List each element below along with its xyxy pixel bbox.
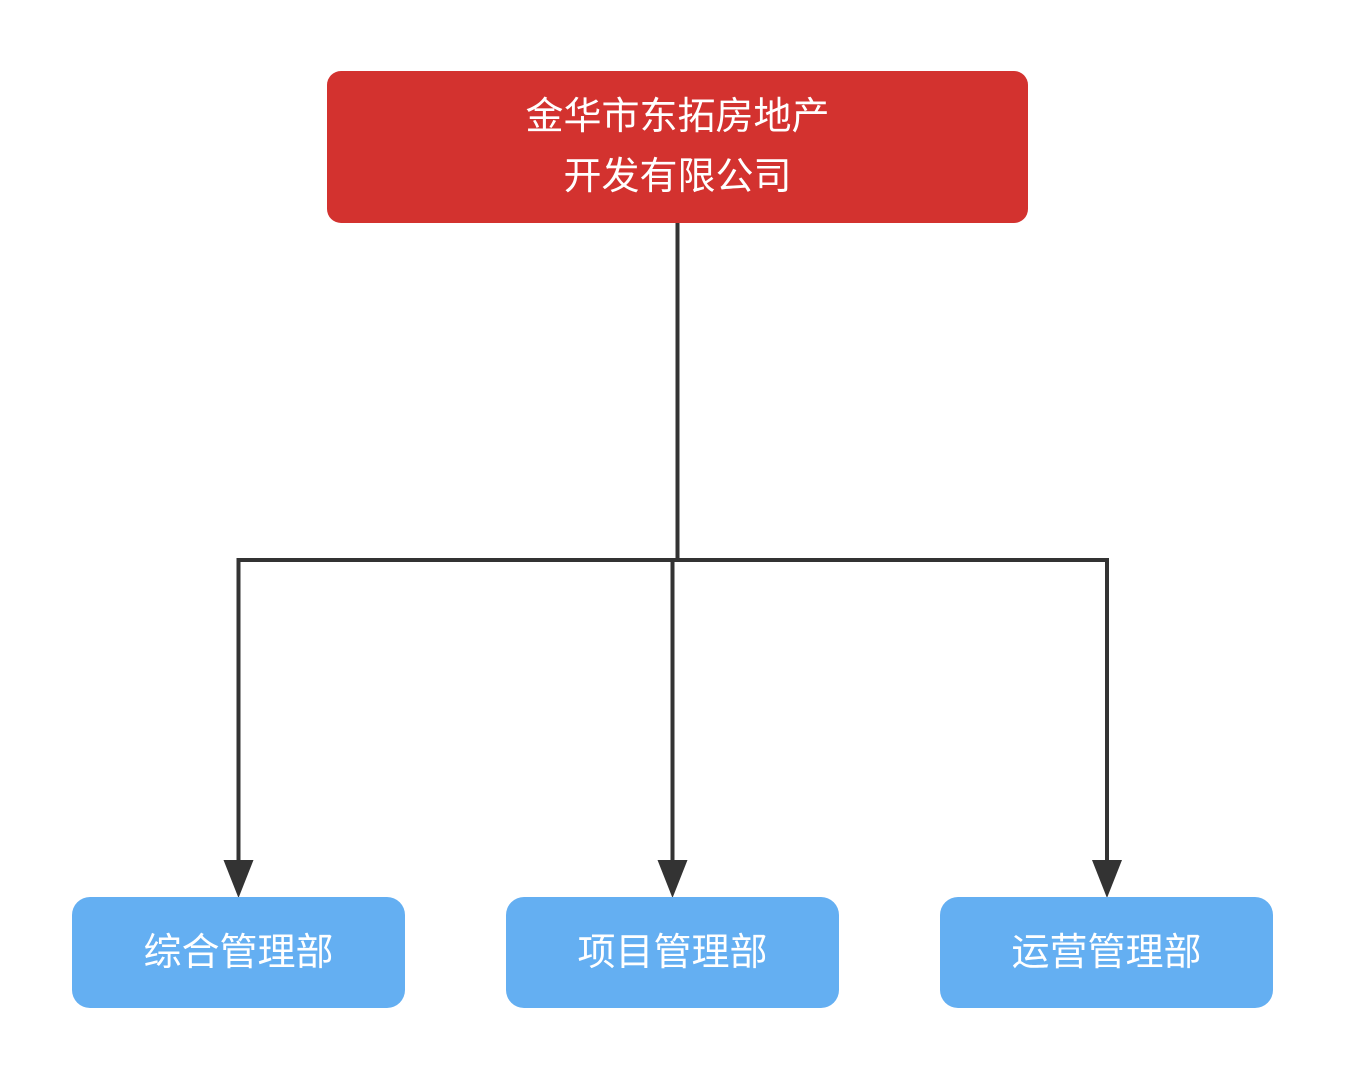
arrow-down-icon <box>223 860 254 898</box>
department-node-operations-management: 运营管理部 <box>940 897 1273 1008</box>
department-node-label: 运营管理部 <box>1011 931 1202 974</box>
root-node-label-line2: 开发有限公司 <box>563 156 792 198</box>
department-node-project-management: 项目管理部 <box>506 897 839 1008</box>
department-node-label: 综合管理部 <box>143 931 334 974</box>
department-node-general-management: 综合管理部 <box>72 897 405 1008</box>
arrow-down-icon <box>1092 860 1122 898</box>
root-node-company: 金华市东拓房地产 开发有限公司 <box>327 71 1028 223</box>
arrow-down-icon <box>657 860 688 898</box>
root-node-label-line1: 金华市东拓房地产 <box>525 96 830 138</box>
department-node-label: 项目管理部 <box>577 931 768 974</box>
